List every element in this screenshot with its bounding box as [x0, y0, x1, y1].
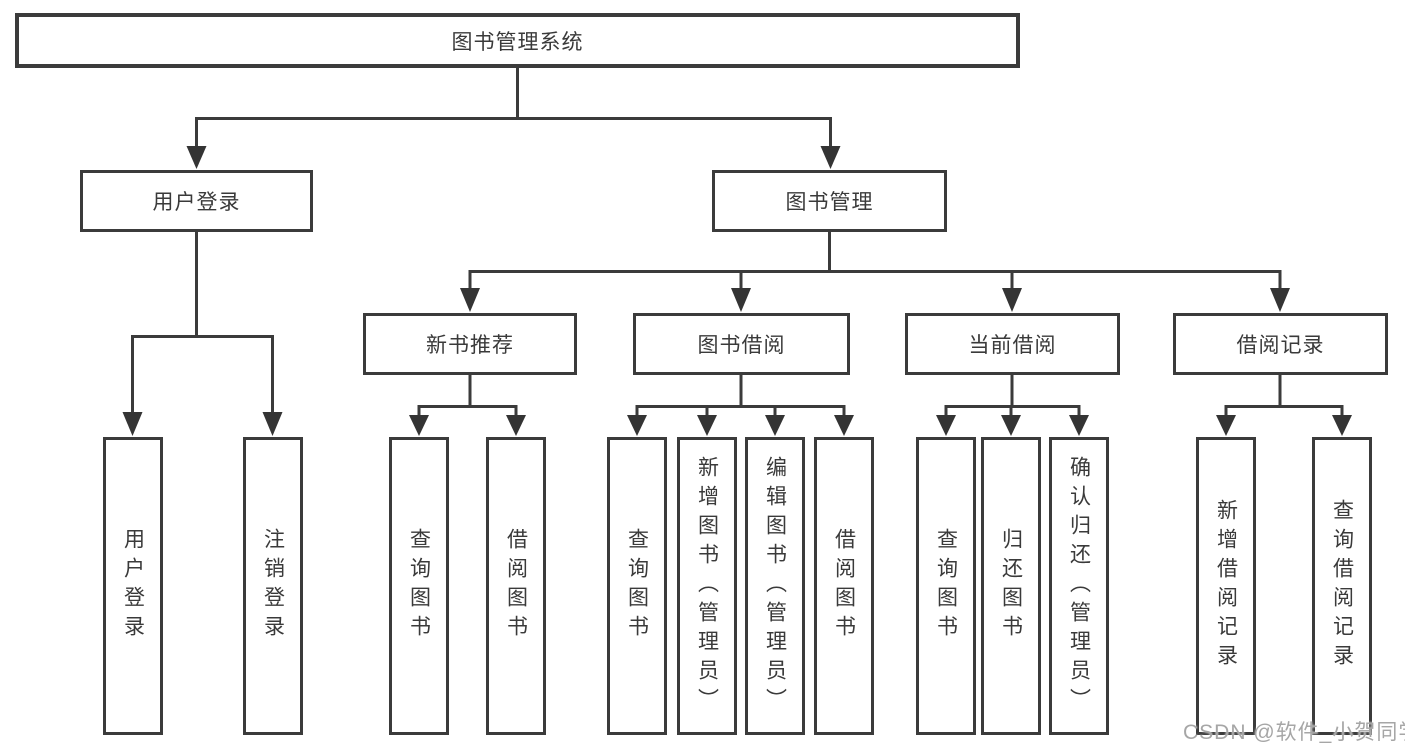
node-book-borrow: 图书借阅 [633, 313, 850, 375]
node-current-borrow: 当前借阅 [905, 313, 1120, 375]
node-book-management-label: 图书管理 [785, 191, 874, 214]
node-new-book-recommend: 新书推荐 [363, 313, 577, 375]
leaf-nbr-query-books: 查询图书 [389, 437, 449, 735]
leaf-cb-return-books-label: 归还图书 [999, 528, 1023, 644]
csdn-watermark: CSDN @软件_小贺同学 [1183, 721, 1405, 744]
leaf-bb-query-books-label: 查询图书 [625, 528, 649, 644]
node-current-borrow-label: 当前借阅 [968, 334, 1057, 357]
leaf-br-query-record: 查询借阅记录 [1312, 437, 1372, 735]
leaf-bb-edit-books-admin: 编辑图书（管理员） [745, 437, 805, 735]
leaf-bb-add-books-admin: 新增图书（管理员） [677, 437, 737, 735]
node-root-label: 图书管理系统 [451, 30, 584, 54]
leaf-logout-label: 注销登录 [261, 528, 285, 644]
leaf-cb-query-books: 查询图书 [916, 437, 976, 735]
leaf-bb-edit-books-admin-label: 编辑图书（管理员） [763, 455, 787, 717]
node-new-book-recommend-label: 新书推荐 [426, 334, 514, 357]
leaf-cb-confirm-return-admin: 确认归还（管理员） [1049, 437, 1109, 735]
leaf-br-add-record-label: 新增借阅记录 [1214, 499, 1238, 673]
leaf-cb-query-books-label: 查询图书 [934, 528, 958, 644]
leaf-nbr-borrow-books: 借阅图书 [486, 437, 546, 735]
node-book-borrow-label: 图书借阅 [697, 334, 786, 357]
leaf-logout: 注销登录 [243, 437, 303, 735]
leaf-br-query-record-label: 查询借阅记录 [1330, 499, 1354, 673]
node-user-login-label: 用户登录 [152, 191, 241, 214]
leaf-bb-borrow-books-label: 借阅图书 [832, 528, 856, 644]
node-root-library-system: 图书管理系统 [15, 13, 1020, 68]
leaf-cb-confirm-return-admin-label: 确认归还（管理员） [1067, 455, 1091, 717]
node-borrow-records: 借阅记录 [1173, 313, 1388, 375]
leaf-bb-add-books-admin-label: 新增图书（管理员） [695, 455, 719, 717]
leaf-bb-borrow-books: 借阅图书 [814, 437, 874, 735]
node-borrow-records-label: 借阅记录 [1236, 334, 1325, 357]
leaf-cb-return-books: 归还图书 [981, 437, 1041, 735]
node-book-management: 图书管理 [712, 170, 947, 232]
leaf-bb-query-books: 查询图书 [607, 437, 667, 735]
node-user-login: 用户登录 [80, 170, 313, 232]
leaf-br-add-record: 新增借阅记录 [1196, 437, 1256, 735]
leaf-user-login-label: 用户登录 [121, 528, 145, 644]
leaf-nbr-query-books-label: 查询图书 [407, 528, 431, 644]
leaf-nbr-borrow-books-label: 借阅图书 [504, 528, 528, 644]
leaf-user-login: 用户登录 [103, 437, 163, 735]
